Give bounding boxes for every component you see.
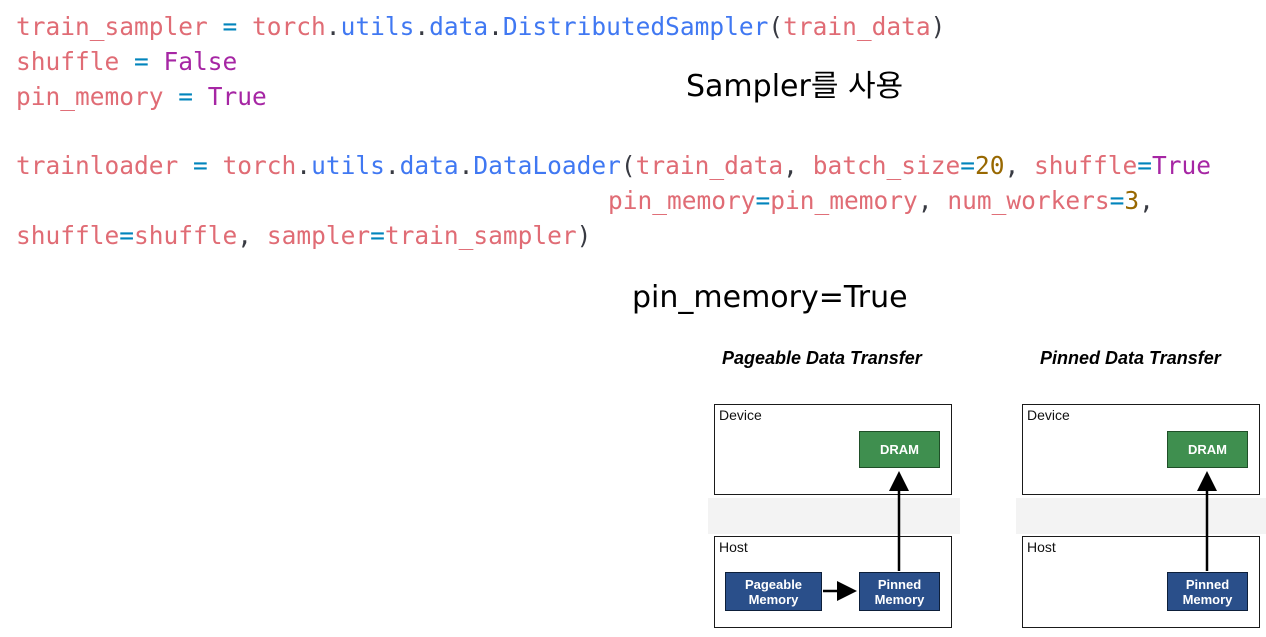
code-token: = [119,47,164,76]
pageable-memory-block: Pageable Memory [725,572,822,611]
code-token: num_workers [947,186,1110,215]
pinned-memory-label-line1: Pinned [1185,576,1230,592]
code-token: . [384,151,400,180]
host-label: Host [719,539,748,555]
code-token: shuffle [1034,151,1138,180]
code-token: , [917,186,948,215]
pinned-memory-label-line1: Pinned [877,576,922,592]
dram-label: DRAM [1188,442,1227,457]
code-token: pin_memory [608,186,756,215]
pageable-dram-block: DRAM [859,431,940,468]
pinned-dram-block: DRAM [1167,431,1248,468]
device-label: Device [719,407,762,423]
code-token: = [1137,151,1153,180]
pin-memory-caption: pin_memory=True [632,280,908,315]
code-token: = [1109,186,1125,215]
pageable-diagram-title: Pageable Data Transfer [722,348,922,368]
code-line-5: trainloader = torch.utils.data.DataLoade… [16,151,1211,180]
code-token: train_sampler [16,12,208,41]
code-token: = [960,151,975,180]
code-token: . [325,12,341,41]
pageable-memory-label-line2: Memory [748,591,799,607]
code-token: DistributedSampler [502,12,769,41]
code-token: = [755,186,771,215]
code-token: False [163,47,238,76]
code-token: utils [340,12,415,41]
code-token: sampler [266,221,371,250]
code-line-1: train_sampler = torch.utils.data.Distrib… [16,12,945,41]
code-token: pin_memory [16,82,164,111]
code-token: shuffle [16,221,120,250]
code-token: 3 [1124,186,1140,215]
diagram-background [1016,498,1266,534]
code-token: DataLoader [473,151,621,180]
code-token: ( [768,12,784,41]
code-line-2: shuffle = False [16,47,237,76]
code-token: torch [222,151,297,180]
sampler-caption: Sampler를 사용 [686,69,904,104]
code-line-7: shuffle=shuffle, sampler=train_sampler) [16,221,591,250]
code-token: ( [620,151,636,180]
code-block: train_sampler = torch.utils.data.Distrib… [16,9,945,114]
code-token: train_sampler [384,221,577,250]
diagram-background [708,498,960,534]
code-token: . [296,151,312,180]
device-label: Device [1027,407,1070,423]
code-token: = [178,151,223,180]
code-token: , [237,221,267,250]
code-token: pin_memory [770,186,918,215]
pinned-diagram-title: Pinned Data Transfer [1040,348,1221,368]
code-line-3: pin_memory = True [16,82,267,111]
code-token: . [488,12,503,41]
code-line-6: pin_memory=pin_memory, num_workers=3, [16,186,1154,215]
code-token: ) [576,221,592,250]
code-token: shuffle [16,47,120,76]
code-token: . [458,151,474,180]
code-token: 20 [974,151,1005,180]
pinned-memory-label-line2: Memory [1182,591,1233,607]
pinned-memory-label-line2: Memory [874,591,925,607]
code-token: True [207,82,267,111]
dram-label: DRAM [880,442,919,457]
code-token: = [119,221,135,250]
code-token: ) [930,12,946,41]
code-token: shuffle [134,221,238,250]
code-token: = [163,82,208,111]
code-token: torch [252,12,326,41]
pageable-memory-label-line1: Pageable [744,576,803,592]
code-token: data [399,151,459,180]
code-token: , [1139,186,1154,215]
pinned-memory-block: Pinned Memory [1167,572,1248,611]
code-token: , [783,151,813,180]
code-token: = [207,12,253,41]
code-token: train_data [783,12,931,41]
code-token: trainloader [16,151,179,180]
code-token: train_data [635,151,784,180]
code-token: batch_size [812,151,961,180]
code-block-loader: trainloader = torch.utils.data.DataLoade… [16,148,1211,253]
code-token: , [1004,151,1034,180]
code-token: . [414,12,430,41]
code-token: data [429,12,489,41]
code-token: True [1152,151,1212,180]
code-token: = [370,221,385,250]
host-label: Host [1027,539,1056,555]
code-token: utils [311,151,385,180]
pageable-pinned-memory-block: Pinned Memory [859,572,940,611]
